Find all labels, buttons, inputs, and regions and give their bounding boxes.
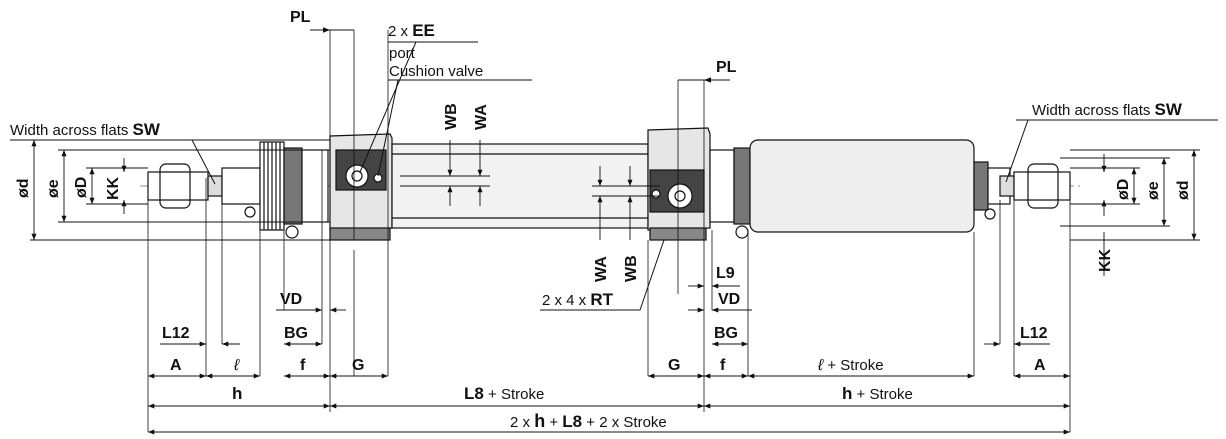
ee-label: EE <box>412 21 435 40</box>
l9-label: L9 <box>716 265 735 282</box>
ee-prefix: 2 x <box>388 23 412 40</box>
dim-vd-bg-left <box>276 307 346 347</box>
sw-right: SW <box>1155 100 1183 119</box>
phi-d-right: ød <box>1175 180 1192 200</box>
g-right: G <box>668 357 680 374</box>
pl-right-label: PL <box>716 59 737 76</box>
rt-callout: 2 x 4 x RT <box>540 239 665 311</box>
phi-e-right: øe <box>1145 181 1162 200</box>
sw-right-callout: Width across flats SW <box>1005 100 1218 183</box>
wb-top-label: WB <box>443 103 460 130</box>
phi-e-left: øe <box>45 179 62 198</box>
right-bellows <box>709 139 1011 239</box>
vd-right: VD <box>718 291 740 308</box>
kk-left: KK <box>105 176 122 200</box>
vd-left: VD <box>280 291 302 308</box>
ell-left: ℓ <box>233 357 240 374</box>
svg-text:2 x EE: 2 x EE <box>388 21 435 40</box>
svg-text:2 x 4 x RT: 2 x 4 x RT <box>542 290 614 309</box>
wf-right: Width across flats <box>1032 102 1155 119</box>
dim-right-diameters <box>1060 149 1200 241</box>
ell-stroke-label: ℓ + Stroke <box>817 357 884 374</box>
wf-left: Width across flats <box>10 122 133 139</box>
kk-right: KK <box>1097 248 1114 272</box>
f-right: f <box>720 357 726 374</box>
wb-bottom-label: WB <box>623 255 640 282</box>
ee-port-callout: 2 x EE port <box>359 21 478 173</box>
l12-left: L12 <box>162 325 190 342</box>
dim-pl-left: PL <box>290 9 354 33</box>
pl-left-label: PL <box>290 9 311 26</box>
h-stroke-label: h + Stroke <box>842 384 913 403</box>
svg-text:Width across flats SW: Width across flats SW <box>1032 100 1183 119</box>
l8-stroke-label: L8 + Stroke <box>464 384 544 403</box>
cushion-valve-label: Cushion valve <box>389 63 483 80</box>
dim-pl-right: PL <box>678 59 737 83</box>
left-bellows <box>259 141 329 239</box>
a-left: A <box>170 357 182 374</box>
port-label: port <box>389 45 416 62</box>
total-length-label: 2 x h + L8 + 2 x Stroke <box>510 411 667 431</box>
wa-top-label: WA <box>473 104 490 130</box>
rt-label: RT <box>590 290 613 309</box>
l12-right: L12 <box>1020 325 1048 342</box>
wa-bottom-label: WA <box>593 256 610 282</box>
sw-left: SW <box>133 120 161 139</box>
f-left: f <box>300 357 306 374</box>
dim-vd-bg-right <box>688 307 752 347</box>
rt-prefix: 2 x 4 x <box>542 292 590 309</box>
right-rod-end <box>999 163 1071 209</box>
right-end-cap <box>647 127 711 241</box>
dim-wb-wa-top <box>400 140 490 206</box>
phi-D-right: øD <box>1115 179 1132 200</box>
dim-left-diameters <box>30 139 330 241</box>
g-left: G <box>352 357 364 374</box>
extension-lines <box>147 30 1071 432</box>
dim-wa-wb-bottom <box>592 166 660 240</box>
h-left: h <box>232 384 242 403</box>
a-right: A <box>1034 357 1046 374</box>
bg-left: BG <box>284 325 308 342</box>
cushion-valve-callout: Cushion valve <box>377 63 532 177</box>
bg-right: BG <box>714 325 738 342</box>
left-rod-end <box>147 163 261 218</box>
svg-text:Width across flats SW: Width across flats SW <box>10 120 161 139</box>
phi-D-left: øD <box>73 177 90 198</box>
left-end-cap <box>329 133 393 241</box>
phi-d-left: ød <box>15 178 32 198</box>
